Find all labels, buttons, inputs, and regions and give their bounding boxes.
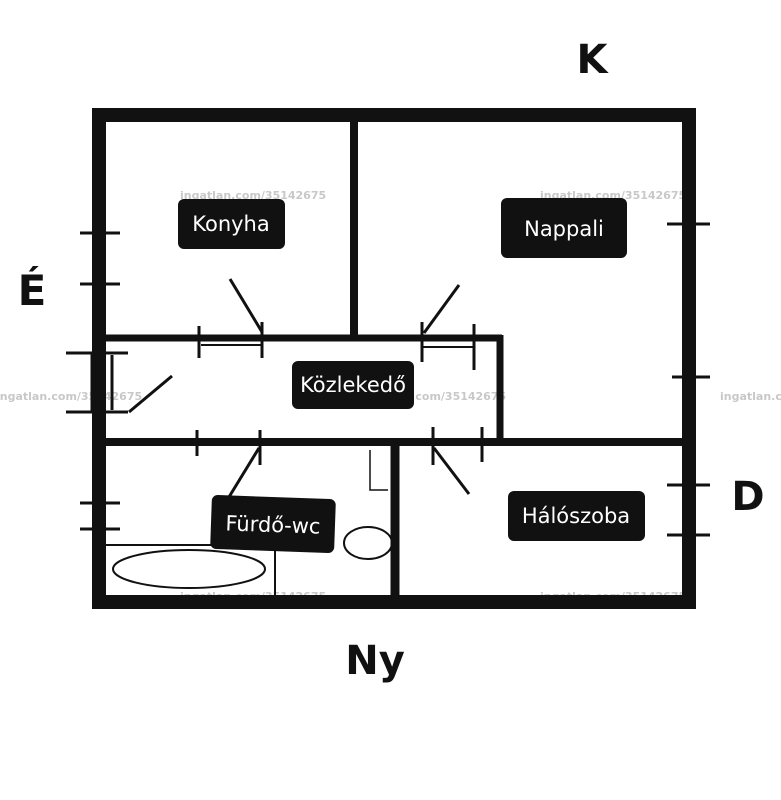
room-label-text: Nappali bbox=[524, 217, 604, 241]
room-label-hallway: Közlekedő bbox=[292, 361, 414, 409]
door-leaf bbox=[227, 447, 261, 498]
watermark: ingatlan.com/35142675 bbox=[0, 390, 142, 403]
room-label-living-room: Nappali bbox=[501, 198, 627, 258]
door-leaf bbox=[128, 374, 173, 414]
bathtub-icon bbox=[112, 549, 266, 589]
shower-outline bbox=[369, 450, 388, 491]
watermark: ingatlan.com/35142675 bbox=[180, 189, 326, 202]
room-label-bathroom: Fürdő-wc bbox=[210, 495, 336, 553]
watermark: ingatlan.com/35142675 bbox=[720, 390, 781, 403]
interior-walls bbox=[103, 118, 685, 596]
watermark: ingatlan.com/35142675 bbox=[180, 0, 326, 1]
doors bbox=[66, 278, 484, 498]
direction-east: D bbox=[731, 474, 764, 520]
direction-west: É bbox=[18, 265, 47, 315]
direction-north: K bbox=[577, 37, 610, 83]
room-label-text: Konyha bbox=[192, 212, 270, 236]
door-leaf bbox=[228, 278, 264, 333]
room-label-text: Hálószoba bbox=[522, 504, 630, 528]
door-leaf bbox=[422, 284, 461, 334]
direction-south: Ny bbox=[345, 638, 405, 684]
room-label-text: Közlekedő bbox=[300, 373, 406, 397]
room-label-bedroom: Hálószoba bbox=[508, 491, 645, 541]
door-leaf bbox=[432, 447, 471, 495]
room-label-text: Fürdő-wc bbox=[225, 511, 321, 538]
outer-wall bbox=[92, 108, 696, 609]
windows bbox=[80, 222, 710, 537]
watermark: ingatlan.com/35142675 bbox=[360, 0, 506, 1]
room-label-kitchen: Konyha bbox=[178, 199, 285, 249]
toilet-icon bbox=[343, 526, 393, 560]
